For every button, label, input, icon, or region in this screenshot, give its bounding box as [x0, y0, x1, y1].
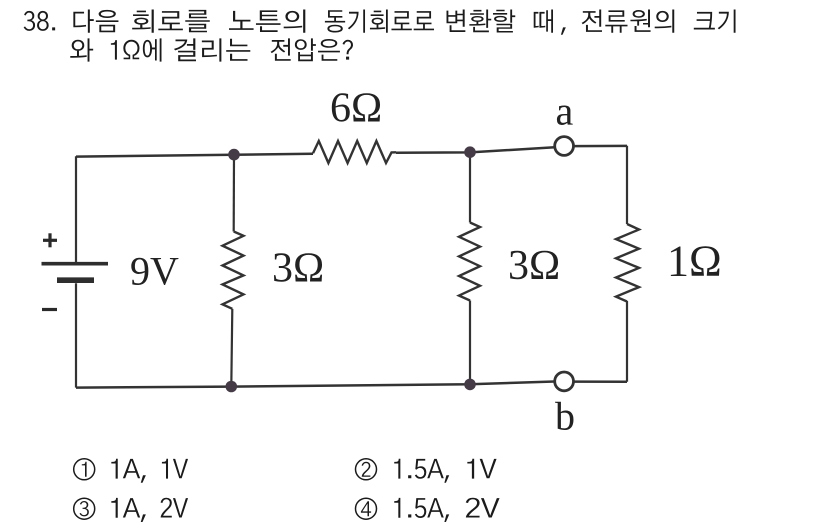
- svg-text:a: a: [556, 89, 574, 134]
- svg-text:3Ω: 3Ω: [508, 243, 560, 289]
- svg-text:1Ω: 1Ω: [667, 237, 722, 286]
- svg-text:9V: 9V: [130, 249, 179, 294]
- svg-text:3Ω: 3Ω: [272, 246, 324, 292]
- svg-text:b: b: [555, 394, 575, 439]
- svg-text:6Ω: 6Ω: [330, 86, 382, 132]
